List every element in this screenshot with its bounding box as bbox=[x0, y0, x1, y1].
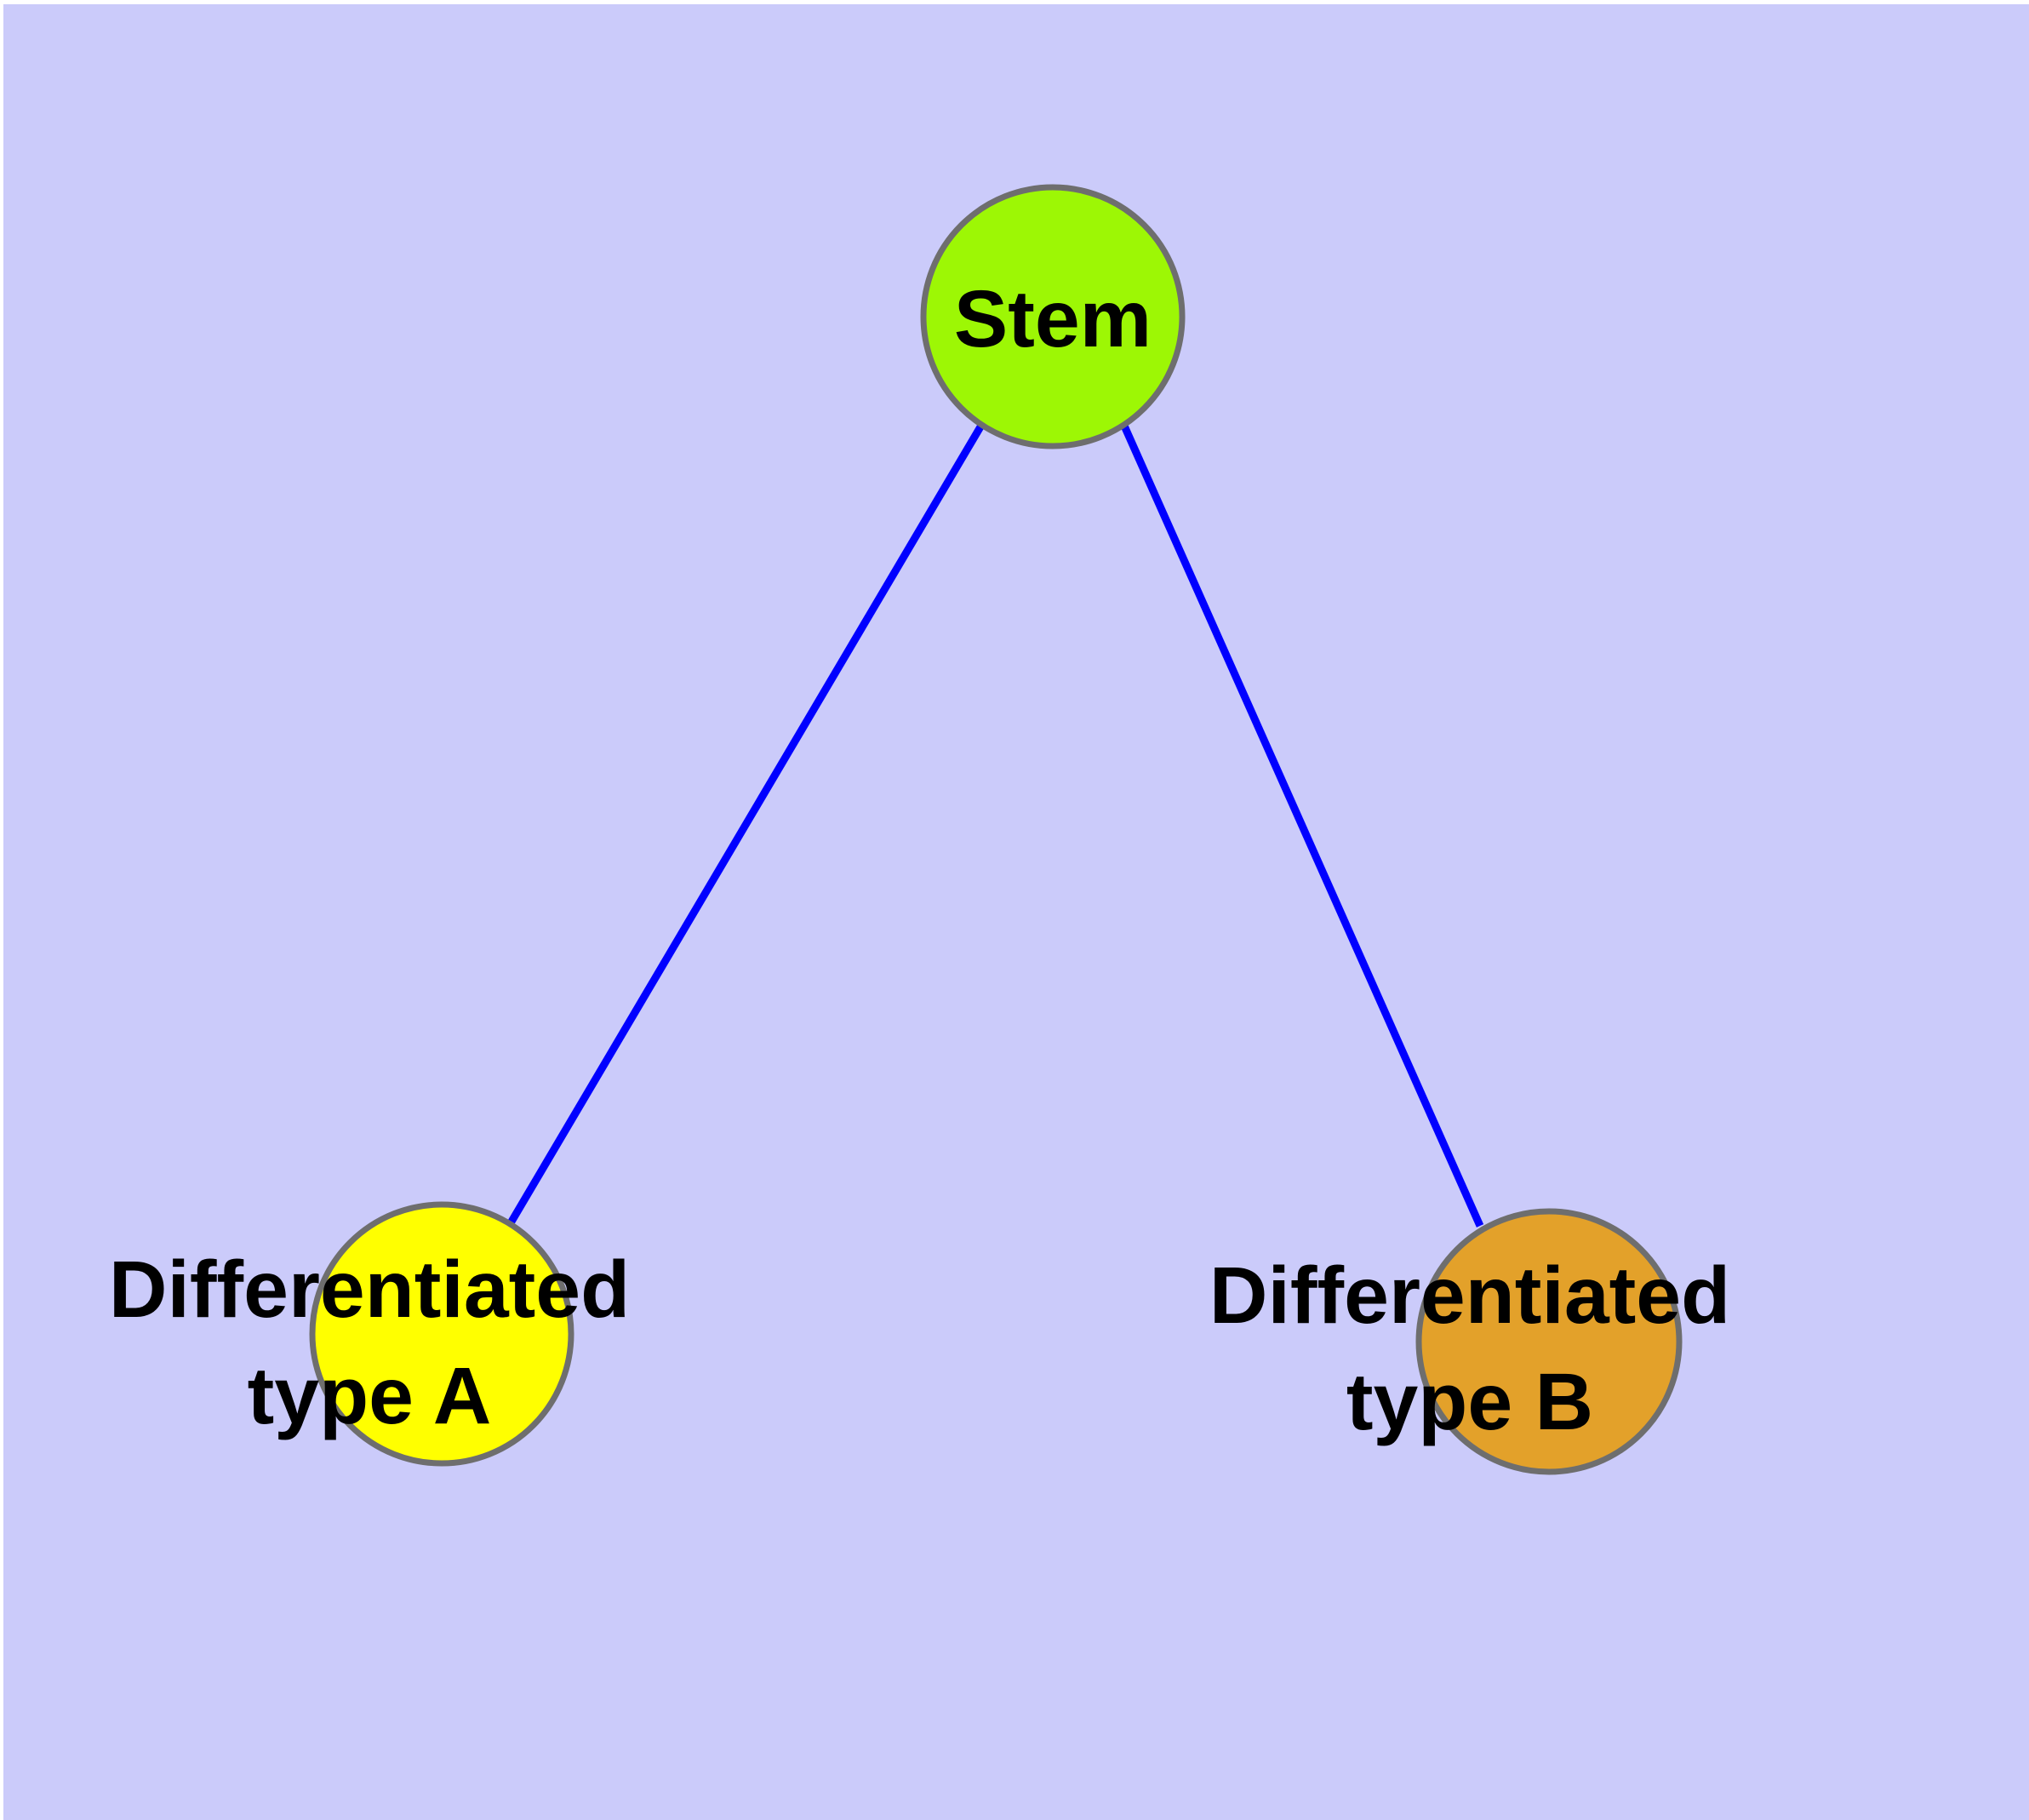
node-label-differentiated-type-a-line2: type A bbox=[248, 1351, 492, 1441]
node-label-differentiated-type-b-line1: Differentiated bbox=[1209, 1251, 1730, 1341]
node-layer bbox=[309, 184, 1683, 1475]
edge-stem-to-differentiated-type-b[interactable] bbox=[1119, 422, 1484, 1228]
node-differentiated-type-b[interactable] bbox=[1415, 1208, 1683, 1475]
edge-stem-to-differentiated-type-a[interactable] bbox=[508, 421, 986, 1224]
node-label-stem: Stem bbox=[954, 274, 1152, 364]
node-differentiated-type-a[interactable] bbox=[309, 1201, 574, 1467]
edge-layer bbox=[508, 421, 1484, 1228]
node-label-differentiated-type-a-line1: Differentiated bbox=[109, 1245, 630, 1335]
node-stem[interactable] bbox=[920, 184, 1186, 449]
node-label-differentiated-type-b-line2: type B bbox=[1346, 1357, 1593, 1447]
label-layer: Stem Differentiated type A Differentiate… bbox=[109, 274, 1730, 1447]
